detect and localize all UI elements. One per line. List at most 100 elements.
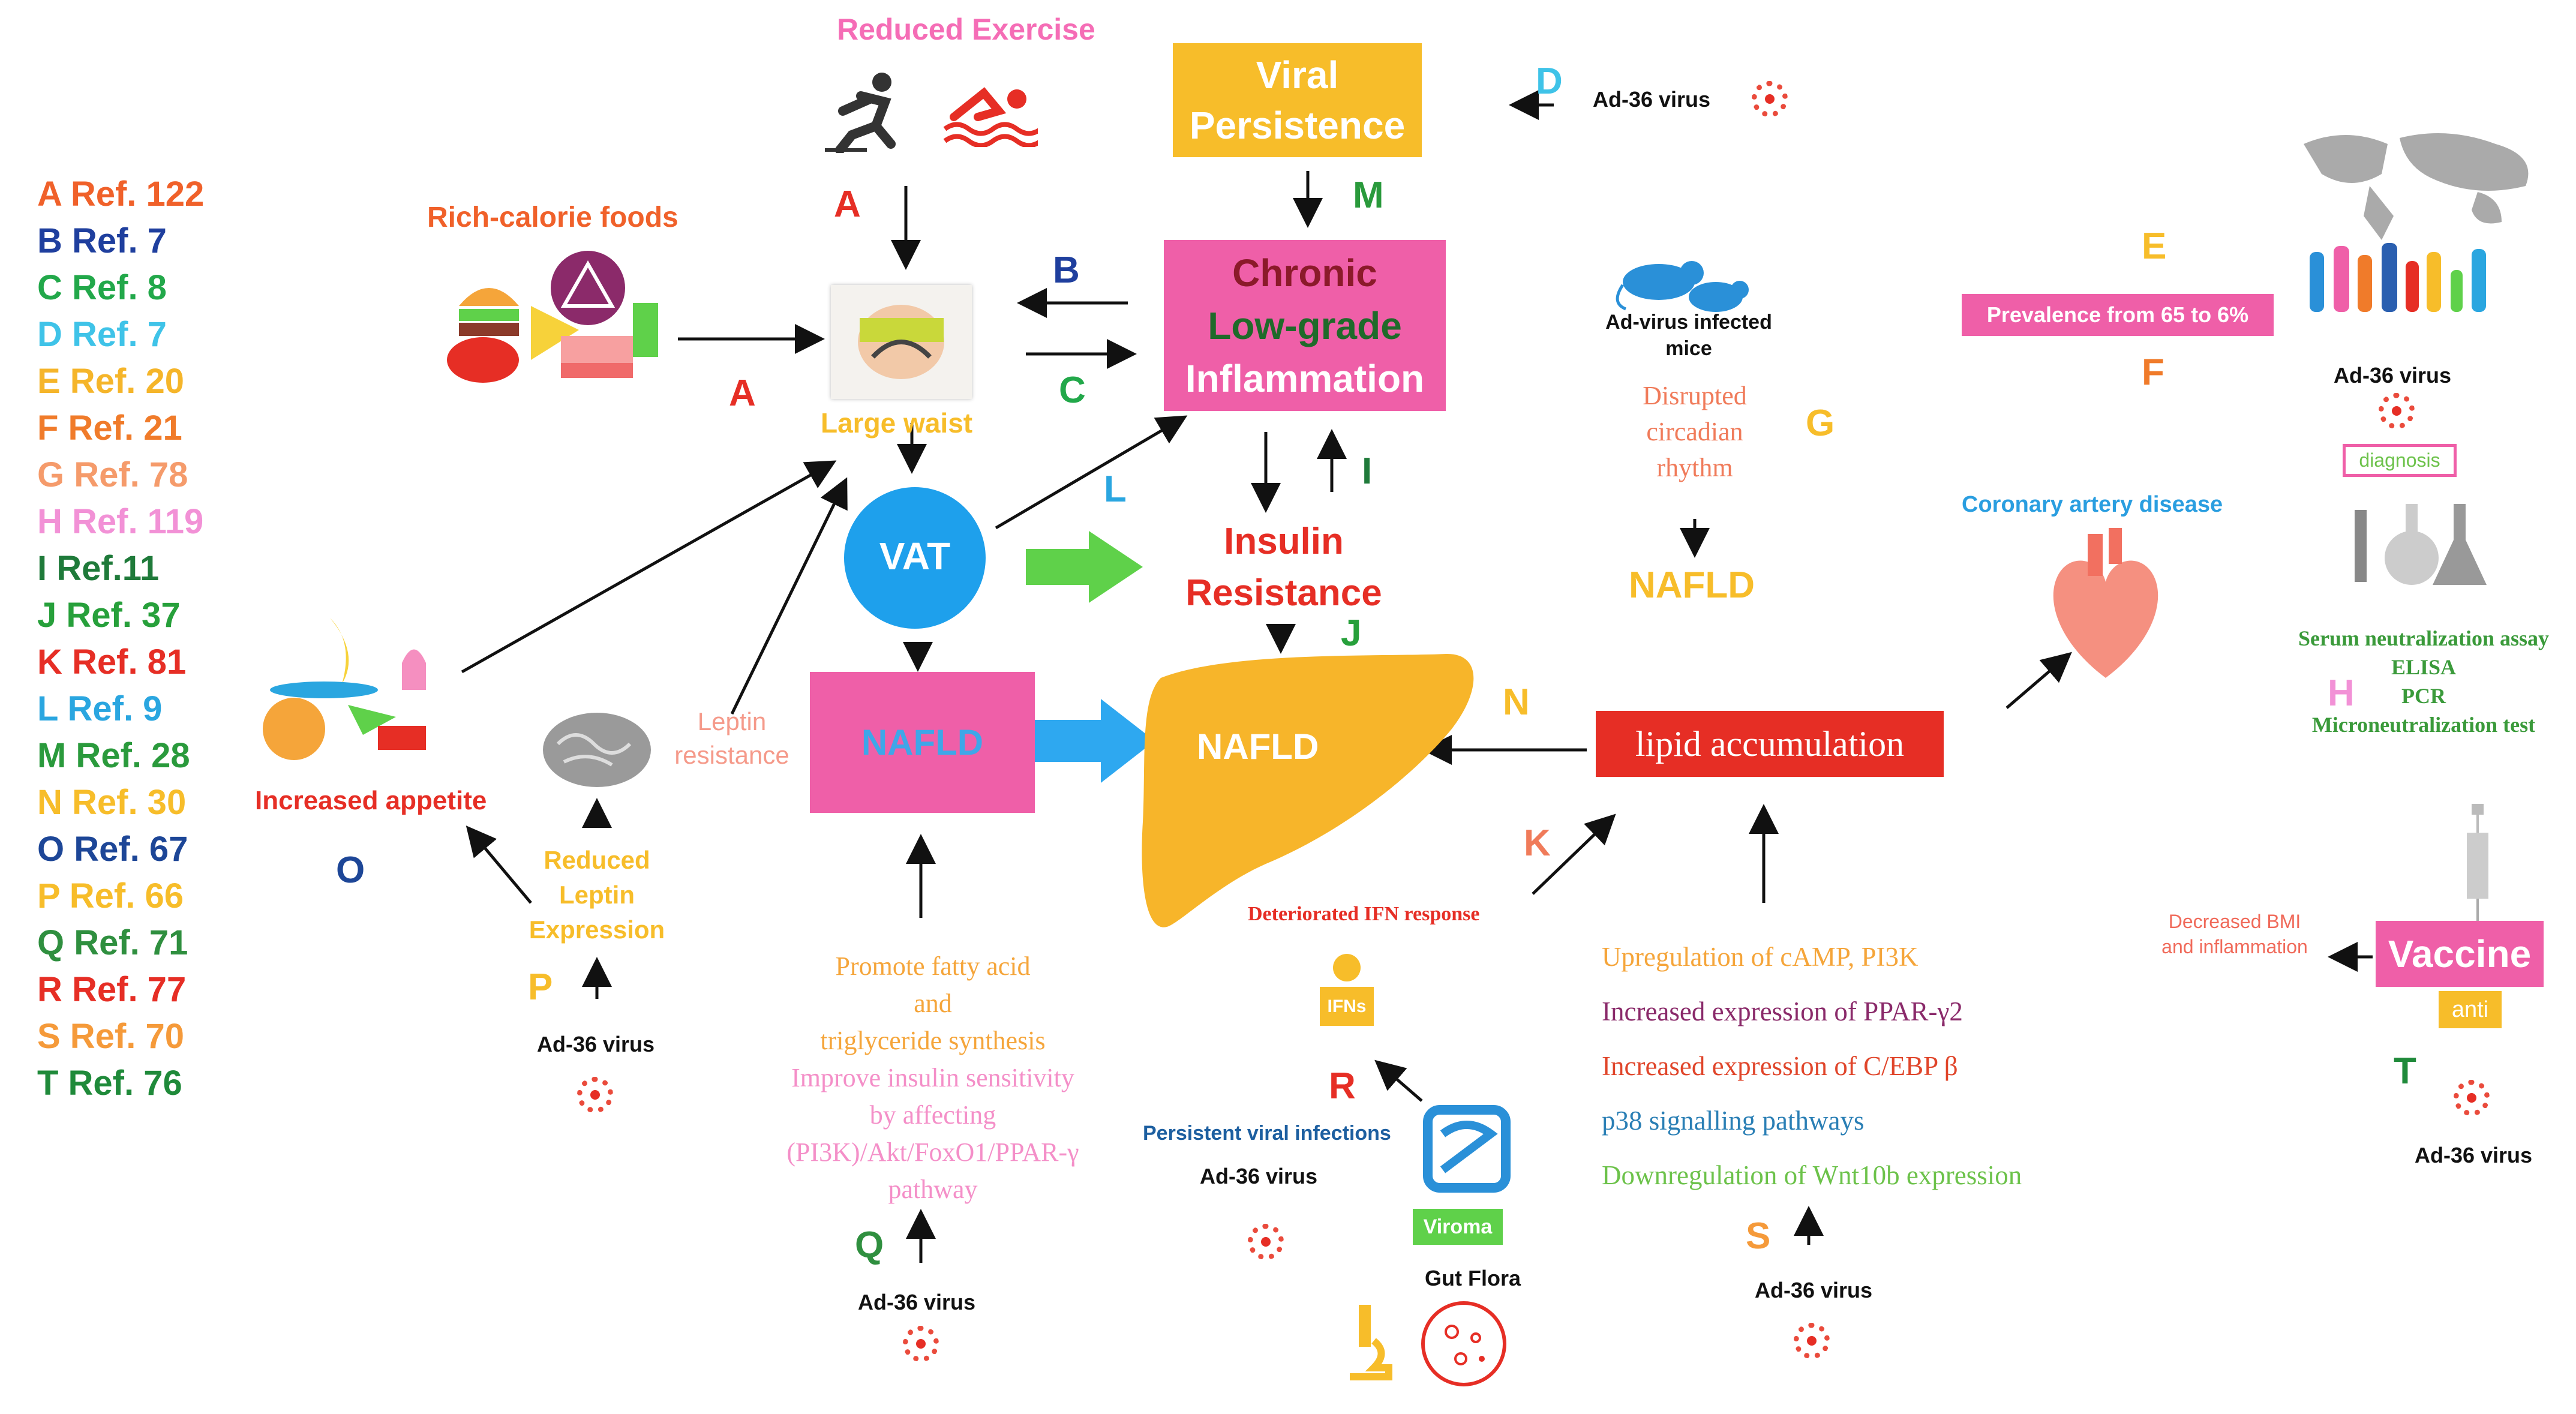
reduced-leptin-label: Reduced Leptin Expression (529, 846, 665, 944)
syringe-icon (2467, 804, 2488, 923)
letter-r: R (1329, 1065, 1356, 1107)
letter-p: P (528, 966, 553, 1008)
q-mechanism-line: Promote fatty acid (835, 951, 1031, 981)
insulin-resistance-label: Insulin Resistance (1185, 521, 1382, 614)
reference-item: Q Ref. 71 (37, 923, 188, 962)
decreased-bmi-label: Decreased BMI and inflammation (2161, 911, 2308, 957)
rich-calorie-label: Rich-calorie foods (427, 202, 678, 233)
vat-circle (844, 487, 986, 629)
letter-a-mid: A (729, 373, 756, 414)
virus-icon (1752, 81, 1788, 117)
vaccine-box: Vaccine (2376, 921, 2544, 987)
q-mechanism-line: Improve insulin sensitivity (791, 1063, 1074, 1092)
letter-t: T (2394, 1050, 2416, 1092)
letter-o: O (336, 849, 365, 891)
deteriorated-ifn-label: Deteriorated IFN response (1248, 903, 1480, 925)
inflammation-label: Inflammation (1185, 356, 1425, 400)
letter-c: C (1059, 370, 1086, 411)
ad36-e-label: Ad-36 virus (2334, 363, 2452, 388)
virus-icon (1248, 1224, 1284, 1260)
arrow-r-ifn (1374, 1059, 1423, 1102)
appetite-icon (263, 618, 426, 760)
reference-item: L Ref. 9 (37, 689, 163, 728)
anti-label: anti (2451, 996, 2489, 1022)
q-mechanism-line: triglyceride synthesis (820, 1026, 1046, 1055)
reference-item: S Ref. 70 (37, 1017, 184, 1056)
letter-j: J (1341, 613, 1362, 654)
mice-icon (1616, 261, 1749, 312)
reference-item: G Ref. 78 (37, 455, 188, 494)
large-waist-image (831, 285, 972, 399)
swimming-icon (943, 87, 1038, 147)
reference-item: H Ref. 119 (37, 502, 204, 541)
reference-item: P Ref. 66 (37, 876, 184, 915)
ad36-r-label: Ad-36 virus (1200, 1164, 1318, 1188)
coronary-label: Coronary artery disease (1962, 492, 2223, 517)
letter-g: G (1806, 403, 1835, 444)
microscope-icon (1350, 1305, 1392, 1380)
ad36-q-label: Ad-36 virus (858, 1290, 976, 1314)
viroma-box: Viroma (1413, 1209, 1503, 1245)
reference-item: O Ref. 67 (37, 830, 188, 869)
viral-persistence-box: Viral Persistence (1173, 43, 1422, 157)
virus-icon (2379, 393, 2415, 429)
reference-item: K Ref. 81 (37, 643, 187, 682)
nafld-g-label: NAFLD (1629, 565, 1755, 606)
reference-item: R Ref. 77 (37, 970, 187, 1009)
reference-item: F Ref. 21 (37, 409, 182, 448)
ad36-p-label: Ad-36 virus (537, 1032, 655, 1056)
arrow-l (995, 415, 1188, 530)
reduced-exercise-label: Reduced Exercise (837, 13, 1095, 46)
arrow-k (1532, 813, 1616, 895)
reference-item: C Ref. 8 (37, 268, 167, 307)
letter-l: L (1104, 469, 1127, 510)
ifns-icon: IFNs (1320, 954, 1374, 1029)
increased-appetite-label: Increased appetite (255, 786, 487, 815)
letter-h: H (2328, 673, 2355, 714)
arrow-appetite-waist (461, 460, 837, 674)
letter-e: E (2142, 226, 2167, 267)
q-mechanism-line: by affecting (869, 1100, 996, 1130)
virus-icon (903, 1326, 939, 1362)
s-mechanism-line: Upregulation of cAMP, PI3K (1602, 942, 1919, 972)
nafld-box-label: NAFLD (861, 722, 984, 762)
viroma-label: Viroma (1423, 1215, 1493, 1238)
test-item: ELISA (2391, 655, 2457, 679)
reference-item: M Ref. 28 (37, 736, 190, 775)
reference-item: J Ref. 37 (37, 596, 181, 635)
brain-icon (543, 713, 651, 787)
letter-n: N (1503, 682, 1530, 723)
virus-icon (577, 1077, 613, 1113)
heart-icon (2053, 528, 2158, 678)
blue-block-arrow (1035, 699, 1155, 783)
test-item: Microneutralization test (2311, 713, 2536, 737)
test-item: PCR (2401, 684, 2446, 708)
diagnosis-label: diagnosis (2359, 449, 2440, 471)
gut-icon (1423, 1105, 1511, 1193)
arrow-leptin-waist (730, 477, 848, 715)
s-mechanisms: Upregulation of cAMP, PI3K Increased expr… (1602, 930, 2142, 1203)
low-grade-label: Low-grade (1208, 304, 1402, 347)
world-people-icon (2304, 133, 2529, 312)
arrow-o (466, 825, 532, 904)
virus-icon (2454, 1080, 2490, 1116)
letter-m: M (1353, 175, 1384, 216)
letter-q: Q (855, 1224, 884, 1266)
reference-item: E Ref. 20 (37, 362, 184, 401)
viral-persistence-label: Viral Persistence (1189, 53, 1406, 147)
arrow-coronary (2005, 652, 2072, 709)
s-mechanism-line: Increased expression of C/EBP β (1602, 1051, 1958, 1081)
q-mechanism-line: (PI3K)/Akt/FoxO1/PPAR-γ (786, 1137, 1079, 1167)
lab-flask-icon (2355, 504, 2487, 585)
mice-label: Ad-virus infected mice (1605, 311, 1772, 360)
reference-item: D Ref. 7 (37, 315, 167, 354)
petri-dish-icon (1421, 1301, 1506, 1386)
ad36-s-label: Ad-36 virus (1755, 1278, 1873, 1302)
lipid-accumulation-label: lipid accumulation (1635, 723, 1905, 764)
ad36-d-label: Ad-36 virus (1593, 87, 1711, 112)
large-waist-label: Large waist (821, 407, 973, 439)
test-item: Serum neutralization assay (2298, 626, 2549, 650)
